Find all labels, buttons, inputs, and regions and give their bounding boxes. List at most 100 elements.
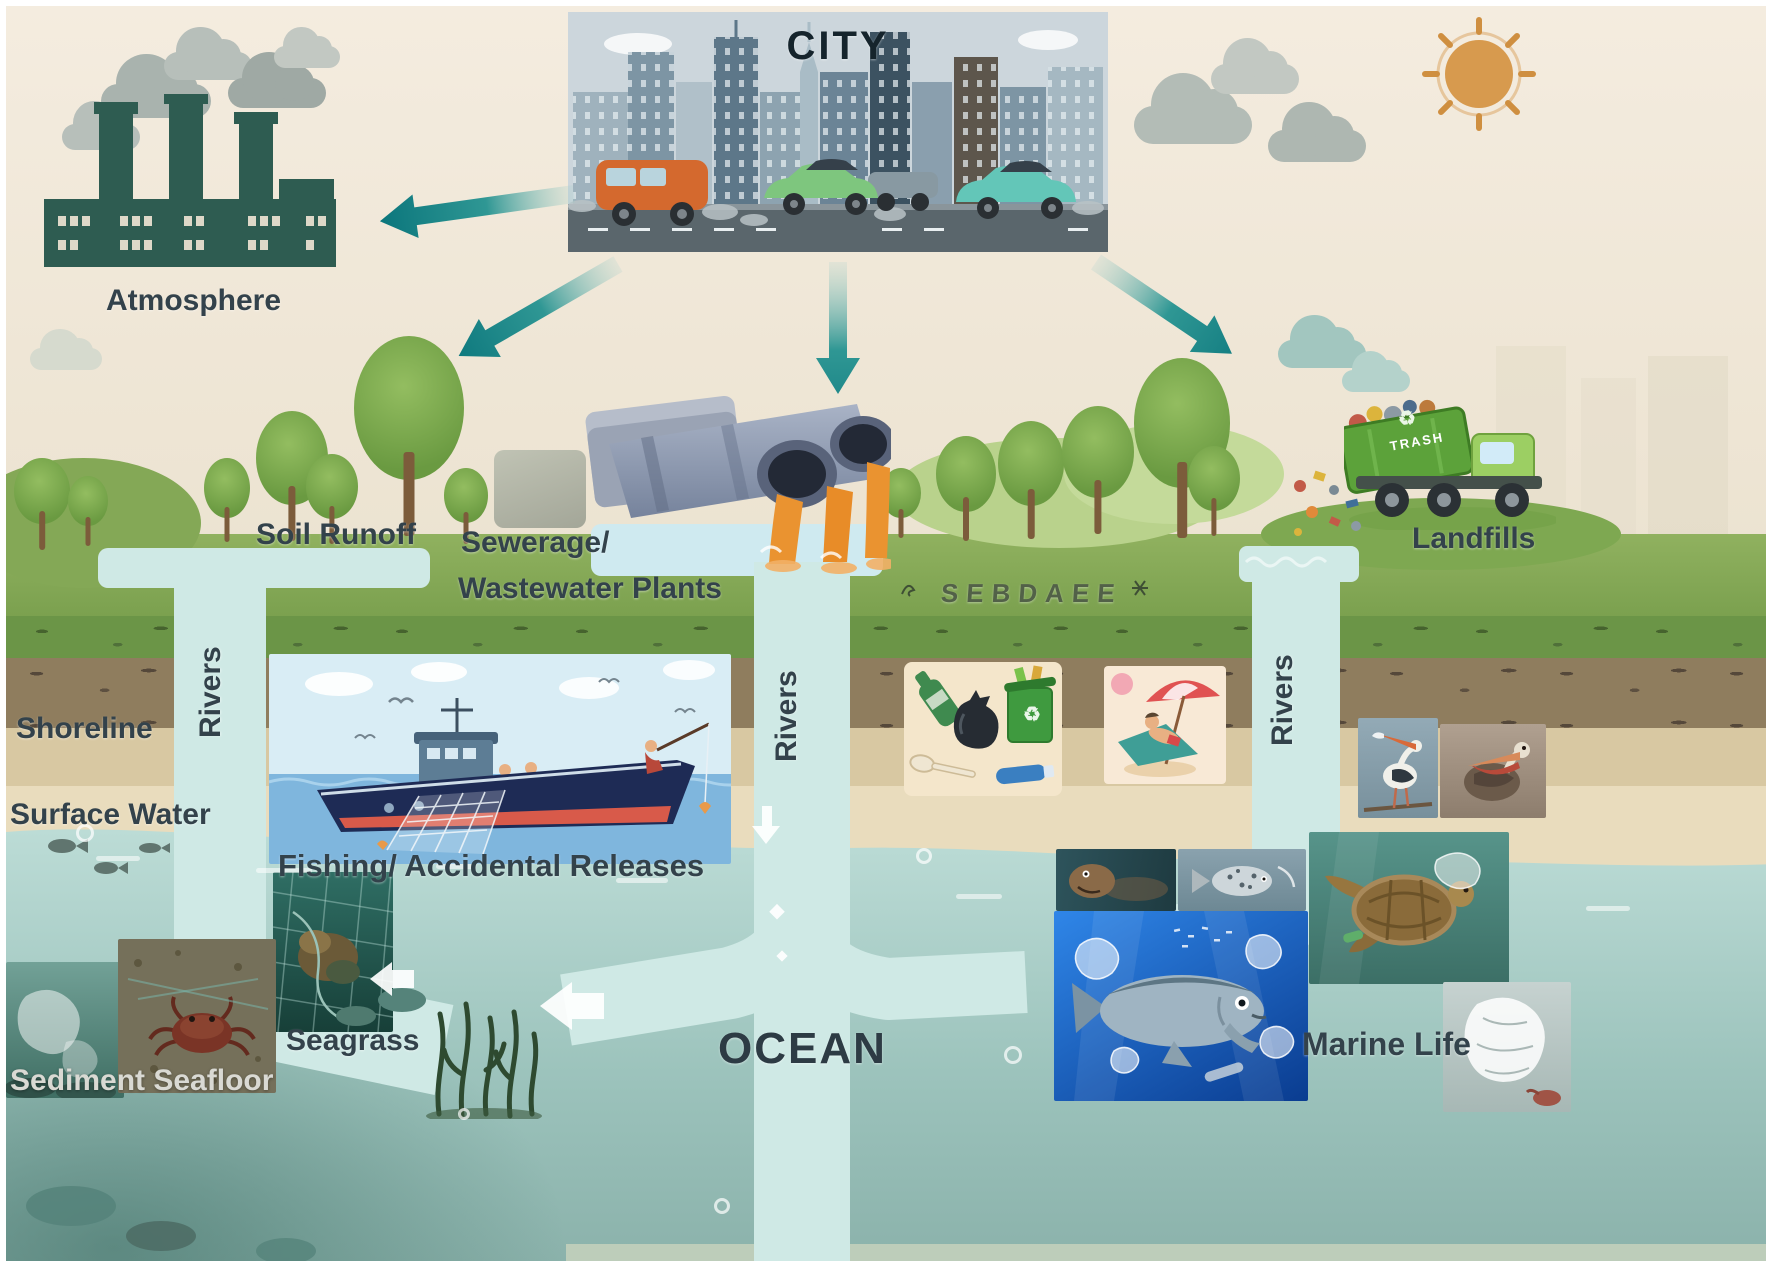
photo-floating-bag [1443,982,1571,1112]
ghost-net-detail [273,872,393,1032]
tree-icon [444,468,488,544]
rock [336,1006,376,1026]
tree-icon [998,421,1064,539]
tree-icon [14,458,70,550]
city-illustration: CITY [568,12,1108,252]
tree-icon [1062,406,1134,534]
trash-spill [1294,470,1361,536]
floating-bag-detail [1464,997,1561,1106]
bubble-icon [916,848,932,864]
river-center-branch-right [775,920,1028,1020]
pelican-detail [1464,742,1530,801]
arrow-to-soil-runoff [458,256,623,358]
foam-line [956,894,1002,899]
tube-icon [996,764,1055,785]
foam-line [616,878,668,883]
bubble-icon [76,824,94,842]
sewer-pipes-icon [585,395,891,574]
tree-icon [204,458,250,542]
tree-icon [306,454,358,544]
river-left-label: Rivers [194,646,227,738]
factory-icon [44,94,336,267]
sediment-crab-detail [127,950,269,1084]
sewerage-label-line1: Sewerage/ [461,526,610,559]
bin-recycle-icon: ♻ [1023,704,1041,726]
river-right-label: Rivers [1266,654,1299,746]
gray-car-icon [868,172,938,211]
foam-line [436,864,476,869]
garbage-truck-icon [1344,399,1556,530]
rock [126,1221,196,1251]
sun-icon [1422,17,1536,131]
litter-group: ♻ [904,662,1062,796]
beach-illustration [1104,666,1226,784]
bubble-icon [714,1198,730,1214]
cloud-icon [1342,350,1410,392]
rock [256,1238,316,1261]
grass-text-label: SEBDAEE [939,578,1124,608]
city-label: CITY [786,24,890,68]
shoreline-label: Shoreline [16,712,153,745]
ocean-arrow-left [540,982,604,1030]
cloud-icon [164,27,252,80]
landfills-label: Landfills [1412,522,1536,555]
trash-bag-icon [953,690,999,749]
grass-mark-icon [901,584,916,597]
fishing-scene [269,654,731,864]
fish-silhouettes-icon [48,839,170,874]
rock [378,988,426,1012]
tree-icon [1188,446,1240,536]
fish-plastic-detail [1072,911,1295,1101]
spoon-icon [909,754,976,778]
bubble-icon [1004,1046,1022,1064]
ocean-label: OCEAN [718,1024,887,1073]
beach-scene [1104,666,1226,784]
bottle-icon [915,671,960,727]
arrow-to-atmosphere [379,185,576,239]
recycle-bin-icon [1004,665,1056,743]
ocean-arrows [370,806,788,1030]
bubble-icon [458,1108,470,1120]
wave-squiggle [1244,556,1328,568]
city-skyline [568,12,1108,252]
tree-icon [354,336,464,536]
seafloor-plastic-detail [6,989,116,1098]
cloud-icon [1278,315,1366,368]
litter-illustration [904,662,1062,796]
arrow-to-sewerage [816,262,860,394]
eel-detail [1069,864,1168,901]
concrete-block [494,450,586,528]
green-car-icon [764,159,878,215]
tree-icon [68,476,108,546]
cloud-icon [228,51,326,108]
photo-sediment-crab [118,939,276,1093]
spotted-fish-detail [1192,865,1296,896]
cloud-icon [274,26,340,68]
flow-arrows [379,185,1232,394]
marine-life-label: Marine Life [1302,1026,1471,1062]
cloud-icon [1268,101,1366,162]
cloud-icon [1211,37,1299,94]
photo-turtle-plastic [1309,832,1509,984]
stork-detail [1363,732,1433,812]
cloud-icon [1134,72,1252,144]
photo-eel [1056,849,1176,911]
teal-car-icon [956,161,1076,219]
seafloor-light-band [566,1244,1766,1261]
rock [26,1186,116,1226]
sewerage-label-line2: Wastewater Plants [458,572,722,605]
river-center-label: Rivers [770,670,803,762]
photo-bird-stork [1358,718,1438,818]
atmosphere-label: Atmosphere [106,284,282,317]
photo-ghost-net [273,872,393,1032]
foam-line [256,868,312,873]
tree-icon [936,436,996,541]
orange-van-icon [596,160,708,226]
ocean-arrow-left-small [370,962,414,996]
photo-spotted-fish [1178,849,1306,911]
cloud-icon [30,328,102,370]
distant-building [1648,356,1728,546]
arrow-to-landfill [1090,254,1232,354]
grass-mark-icon [1132,580,1148,596]
